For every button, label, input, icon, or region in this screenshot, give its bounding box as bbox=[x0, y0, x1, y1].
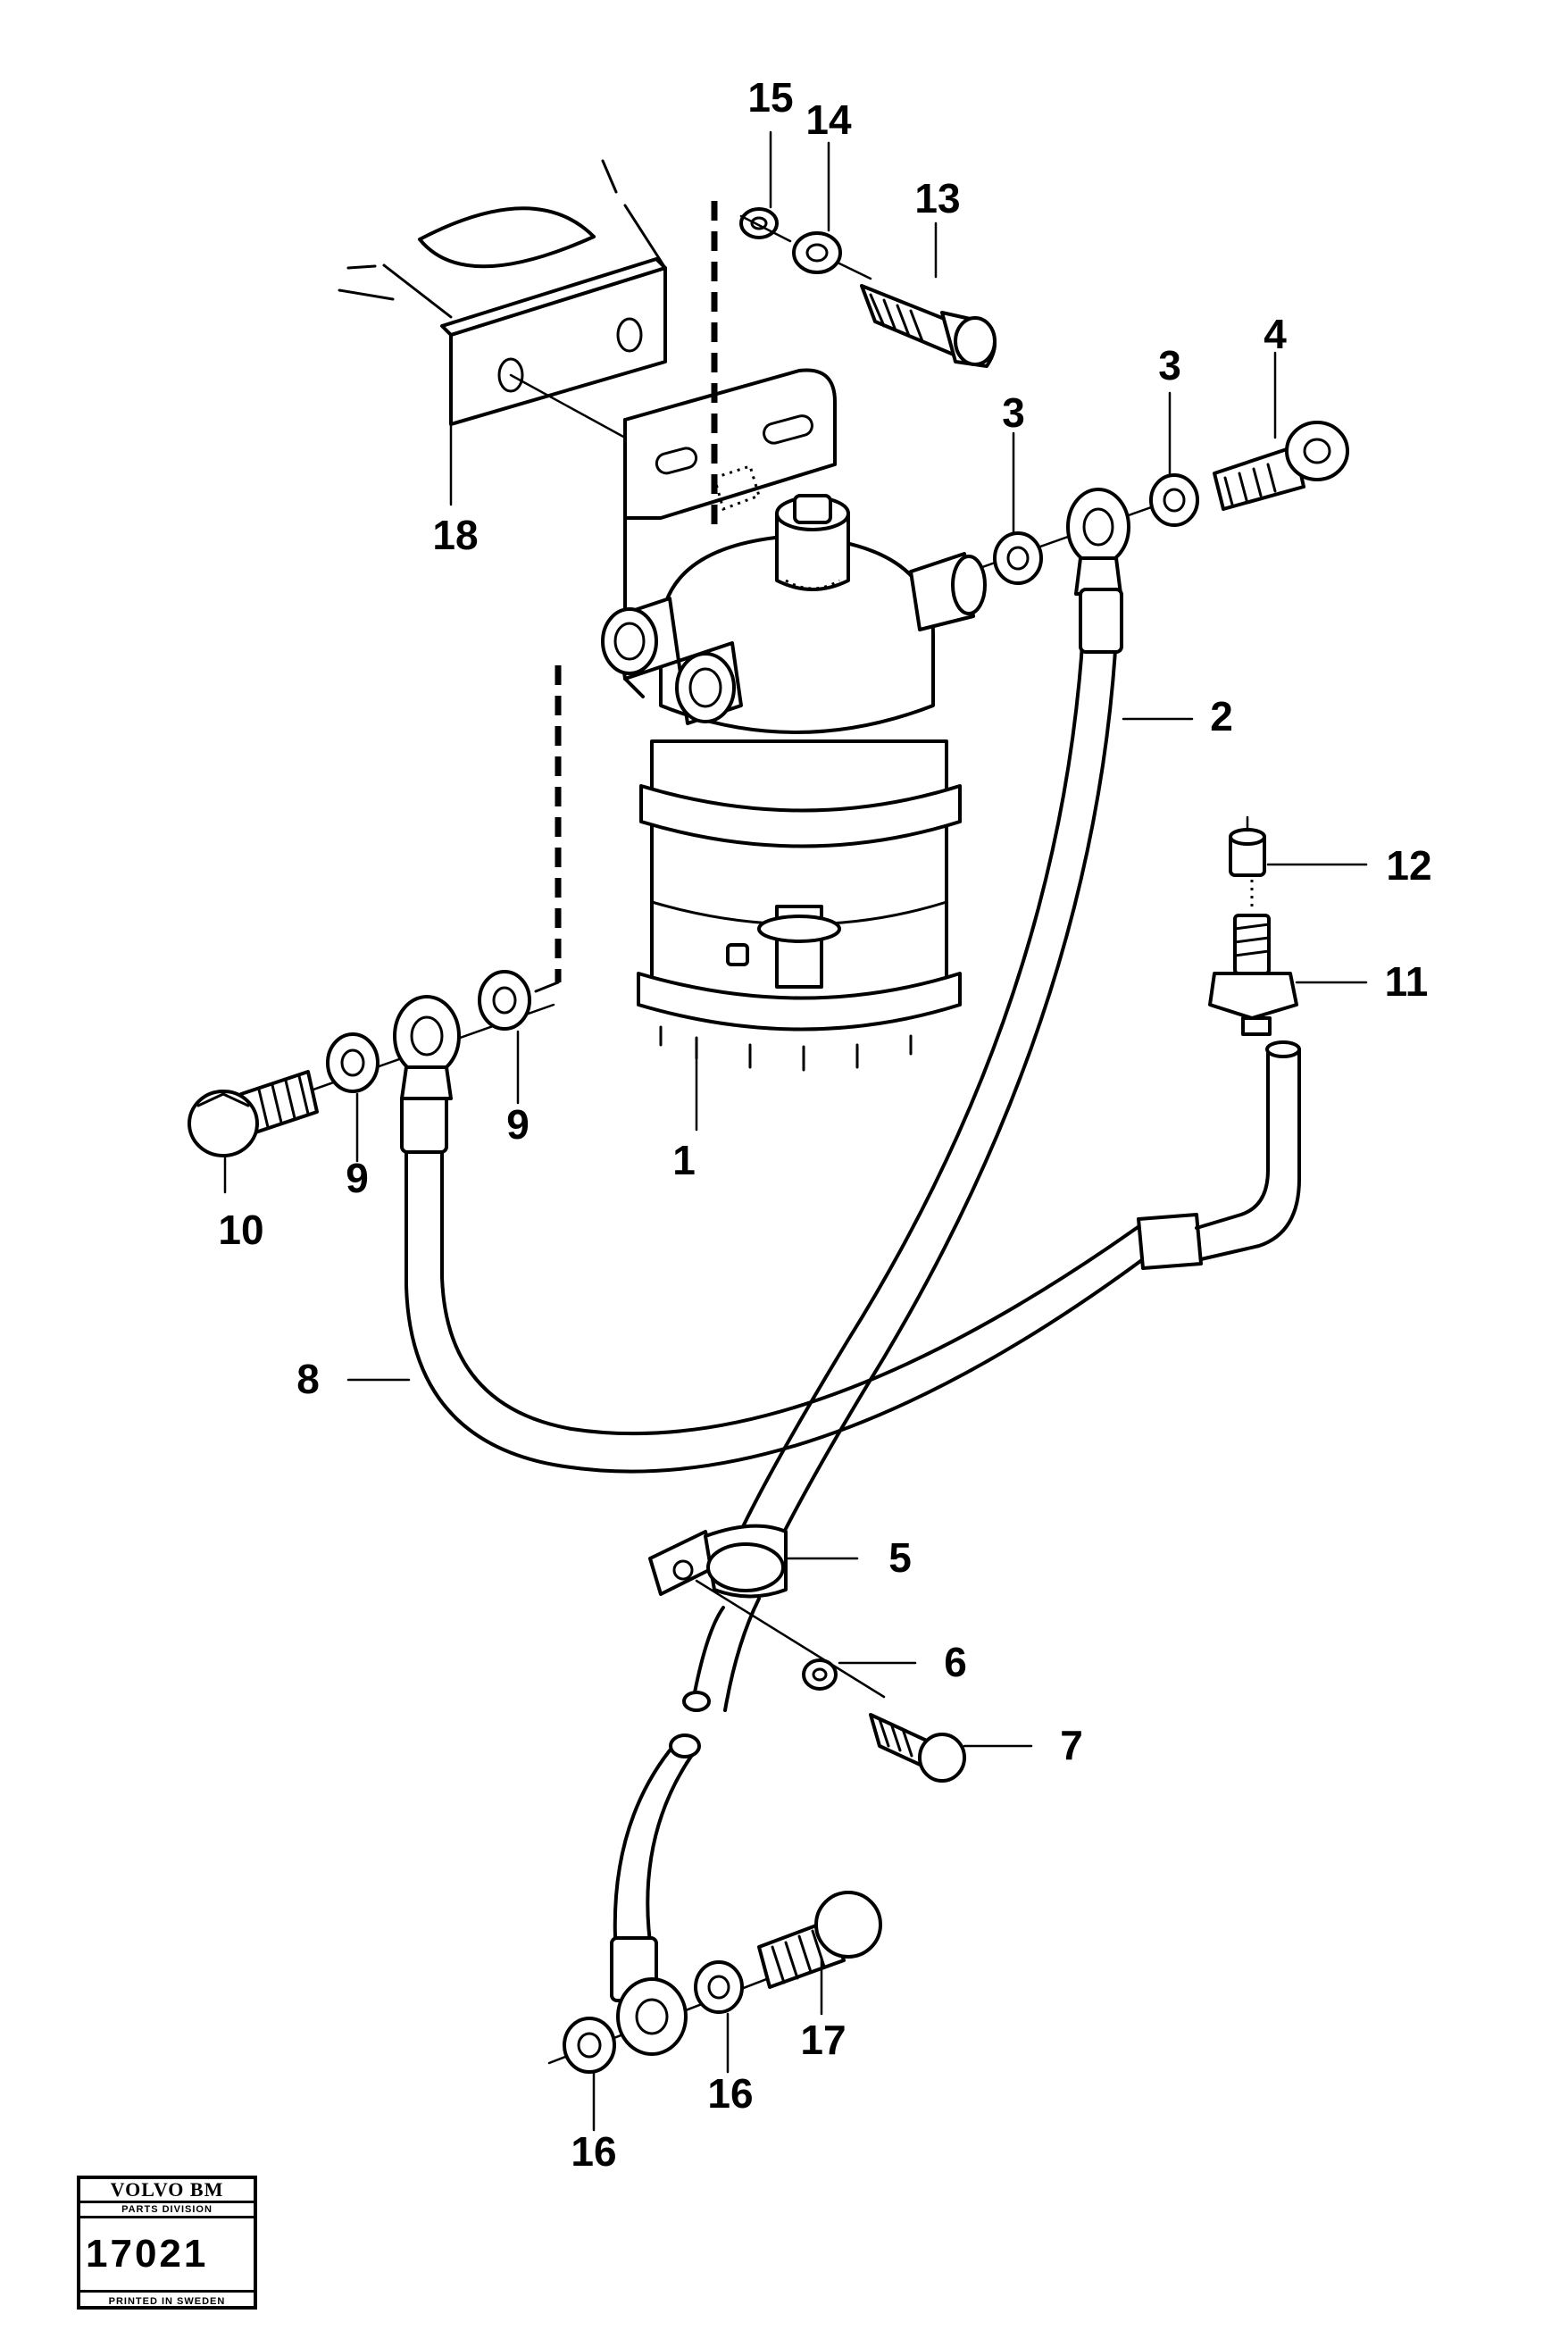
part-6-washer bbox=[802, 1658, 838, 1691]
parts-division-stamp: VOLVO BM PARTS DIVISION 17021 PRINTED IN… bbox=[77, 2176, 257, 2310]
part-16-washer-a bbox=[563, 2017, 616, 2074]
part-11-union bbox=[1208, 914, 1298, 1036]
filter-mounting-plate bbox=[623, 368, 837, 698]
part-7-screw bbox=[869, 1713, 966, 1783]
part-16-washer-b bbox=[694, 1960, 744, 2014]
part-3-washer-a bbox=[993, 531, 1043, 585]
callout-9b: 9 bbox=[506, 1101, 530, 1148]
callout-16b: 16 bbox=[707, 2070, 753, 2117]
engine-mounting-block bbox=[338, 159, 667, 439]
fuel-filter-assembly bbox=[601, 494, 987, 1072]
callout-14: 14 bbox=[805, 96, 852, 143]
callout-4: 4 bbox=[1264, 311, 1287, 357]
part-10-banjo-bolt bbox=[188, 1070, 319, 1157]
part-12-cap bbox=[1229, 815, 1266, 877]
part-3-washer-b bbox=[1149, 473, 1199, 527]
callout-labels: 1 2 3 3 4 5 6 7 8 9 9 10 11 12 13 14 15 … bbox=[218, 74, 1431, 2175]
banjo-fitting-bottom bbox=[616, 1977, 688, 2056]
callout-18: 18 bbox=[432, 512, 478, 558]
part-15-washer bbox=[739, 207, 779, 239]
callout-9a: 9 bbox=[346, 1155, 369, 1201]
stamp-drawing-number: 17021 bbox=[80, 2218, 254, 2293]
callout-10: 10 bbox=[218, 1207, 263, 1253]
callout-11: 11 bbox=[1385, 958, 1429, 1005]
callout-6: 6 bbox=[944, 1639, 967, 1685]
stamp-division: PARTS DIVISION bbox=[80, 2203, 254, 2218]
callout-8: 8 bbox=[296, 1356, 320, 1402]
callout-1: 1 bbox=[672, 1137, 696, 1183]
part-5-hose-clip bbox=[648, 1524, 788, 1599]
part-9-washer-a bbox=[326, 1032, 379, 1093]
callout-12: 12 bbox=[1386, 842, 1431, 889]
callout-5: 5 bbox=[888, 1534, 912, 1581]
callout-15: 15 bbox=[747, 74, 793, 121]
stamp-printed-in: PRINTED IN SWEDEN bbox=[108, 2296, 226, 2307]
callout-2: 2 bbox=[1210, 693, 1233, 739]
part-14-washer bbox=[792, 231, 842, 274]
callout-17: 17 bbox=[800, 2017, 846, 2063]
part-17-banjo-bolt bbox=[757, 1891, 882, 1989]
part-2-fuel-hose bbox=[721, 588, 1123, 1591]
banjo-fitting-left bbox=[393, 995, 461, 1100]
stamp-brand: VOLVO BM bbox=[80, 2179, 254, 2203]
callout-16a: 16 bbox=[571, 2128, 616, 2175]
callout-13: 13 bbox=[914, 175, 960, 221]
lower-hose bbox=[610, 1597, 761, 2002]
part-8-fuel-hose bbox=[400, 1040, 1301, 1474]
callout-3a: 3 bbox=[1002, 389, 1025, 436]
callout-3b: 3 bbox=[1158, 342, 1181, 388]
part-9-washer-b bbox=[478, 970, 531, 1031]
leader-lines bbox=[223, 130, 1368, 2132]
part-4-banjo-bolt bbox=[1213, 421, 1349, 511]
banjo-fitting-right bbox=[1066, 488, 1130, 596]
callout-7: 7 bbox=[1060, 1722, 1083, 1768]
part-13-bolt bbox=[860, 284, 997, 368]
